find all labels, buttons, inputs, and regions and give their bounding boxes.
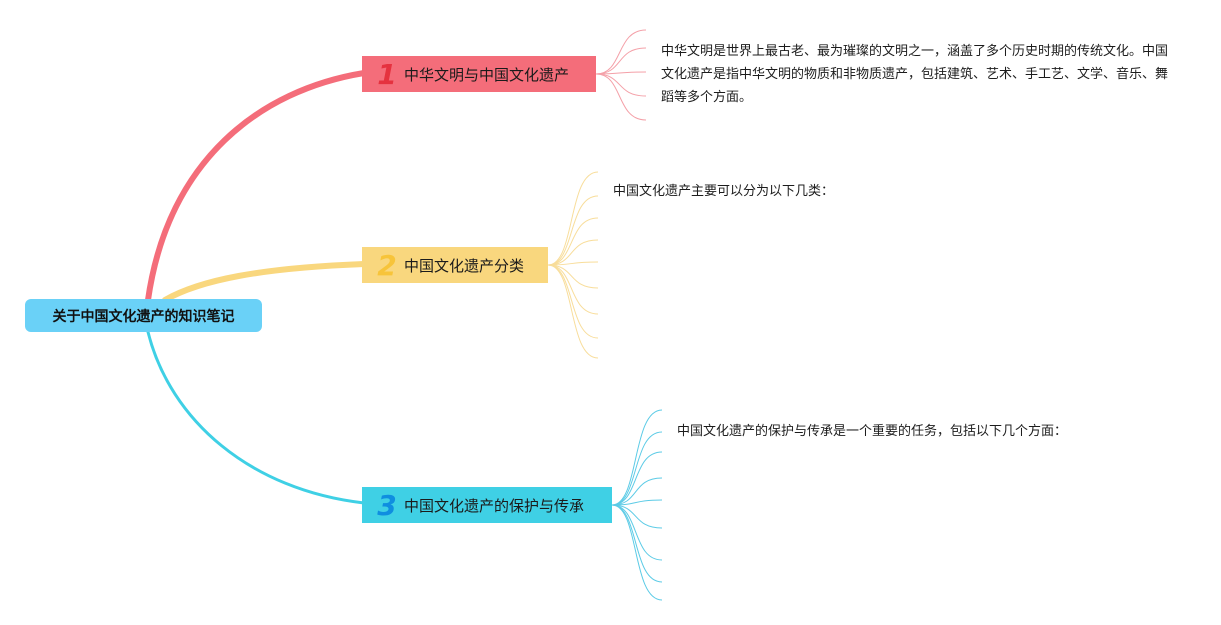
branch-note-1: 中华文明是世界上最古老、最为璀璨的文明之一，涵盖了多个历史时期的传统文化。中国文… <box>661 44 1169 105</box>
branch-topic-1[interactable]: 1 中华文明与中国文化遗产 <box>362 56 596 92</box>
detail-fan-1-line <box>595 47 647 75</box>
detail-fan-2-line <box>547 264 599 359</box>
detail-fan-3-line <box>611 477 663 506</box>
branch-number-3: 3 <box>377 488 397 522</box>
detail-fan-3 <box>611 409 663 601</box>
detail-fan-1-line <box>595 29 647 75</box>
detail-fan-3-line <box>611 504 663 561</box>
detail-fan-2-line <box>547 264 599 339</box>
branch-topic-2[interactable]: 2 中国文化遗产分类 <box>362 247 548 283</box>
detail-fan-2-line <box>547 239 599 266</box>
branch-note-2: 中国文化遗产主要可以分为以下几类： <box>613 184 835 199</box>
detail-fan-2 <box>547 171 599 359</box>
connector-branch-3 <box>146 330 366 505</box>
branch-label-3: 中国文化遗产的保护与传承 <box>404 496 585 515</box>
detail-fan-2-line <box>547 217 599 266</box>
connector-branch-1 <box>145 70 367 303</box>
branch-label-2: 中国文化遗产分类 <box>404 256 525 275</box>
detail-fan-3-line <box>611 431 663 506</box>
detail-fan-1-line <box>595 71 647 75</box>
detail-fan-3-line <box>611 451 663 506</box>
root-topic-label: 关于中国文化遗产的知识笔记 <box>52 308 235 325</box>
detail-fan-3-line <box>611 504 663 601</box>
connector-branch-2 <box>162 261 367 303</box>
detail-fan-3-line <box>611 499 663 506</box>
branch-topic-3[interactable]: 3 中国文化遗产的保护与传承 <box>362 487 612 523</box>
detail-fan-1-line <box>595 73 647 97</box>
detail-fan-2-line <box>547 195 599 266</box>
detail-fan-3-line <box>611 504 663 529</box>
branch-number-1: 1 <box>377 57 397 91</box>
detail-fan-3-line <box>611 504 663 583</box>
detail-fan-2-line <box>547 264 599 289</box>
detail-fan-3-line <box>611 409 663 506</box>
branch-number-2: 2 <box>377 248 397 282</box>
root-topic[interactable]: 关于中国文化遗产的知识笔记 <box>25 299 262 332</box>
detail-fan-2-line <box>547 171 599 266</box>
detail-fan-1 <box>595 29 647 121</box>
branch-label-1: 中华文明与中国文化遗产 <box>404 65 570 84</box>
detail-fan-2-line <box>547 264 599 315</box>
detail-fan-2-line <box>547 261 599 266</box>
detail-fan-1-line <box>595 73 647 121</box>
branch-note-3: 中国文化遗产的保护与传承是一个重要的任务，包括以下几个方面： <box>677 424 1068 439</box>
